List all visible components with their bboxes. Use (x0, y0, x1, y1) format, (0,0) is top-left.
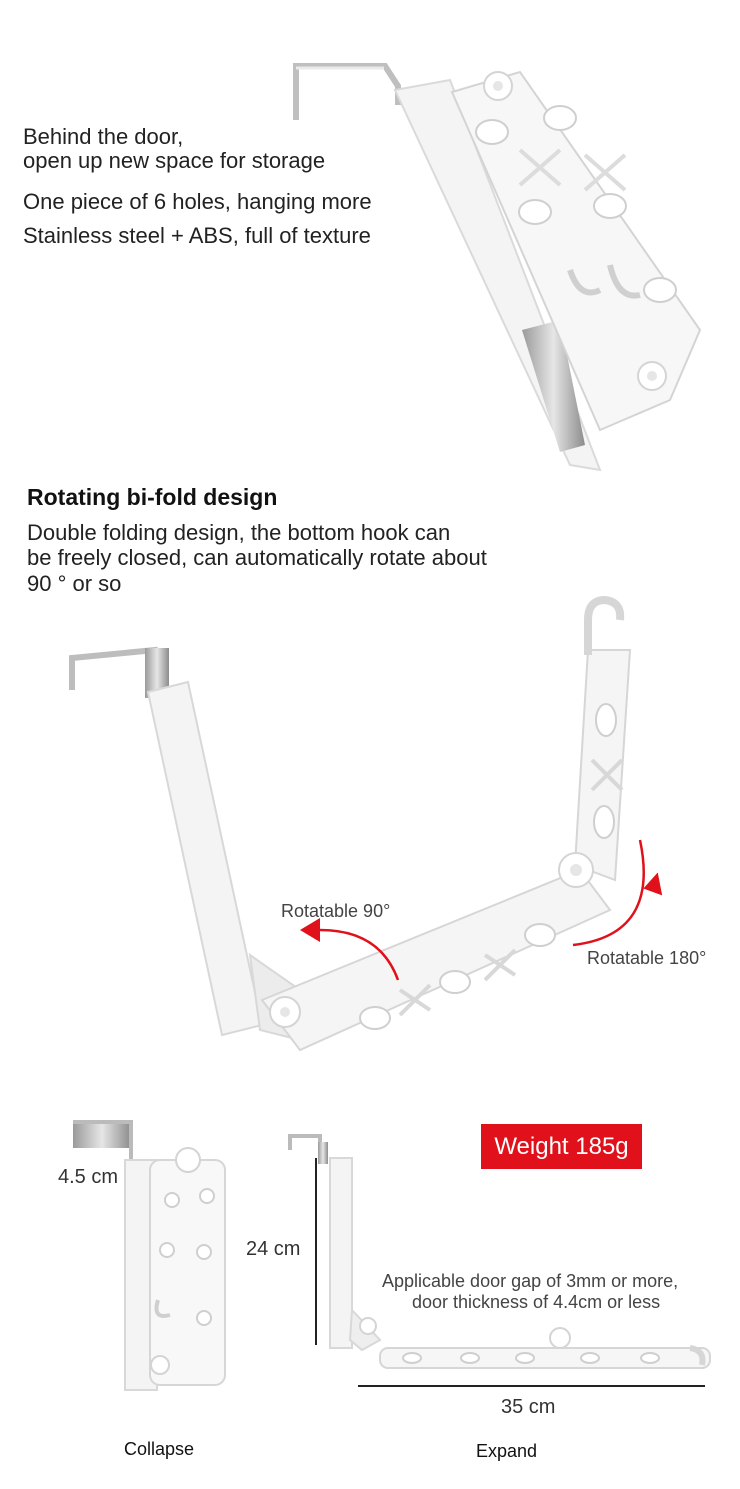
hanger-rotation-image (69, 595, 632, 1052)
label-rotatable-180: Rotatable 180° (587, 948, 707, 968)
width-dimension-label: 4.5 cm (58, 1166, 119, 1188)
label-rotatable-90: Rotatable 90° (281, 901, 391, 921)
height-dimension-label: 24 cm (246, 1238, 301, 1260)
rotate-180-arrow (572, 839, 663, 947)
rotate-desc-line-3: 90 ° or so (27, 571, 122, 596)
expand-caption: Expand (476, 1441, 538, 1461)
rotate-desc-line-2: be freely closed, can automatically rota… (27, 545, 487, 570)
section-heading-rotating: Rotating bi-fold design (27, 484, 278, 510)
length-dimension-label: 35 cm (501, 1396, 556, 1418)
intro-line-2: open up new space for storage (23, 148, 326, 173)
rotate-desc-line-1: Double folding design, the bottom hook c… (27, 520, 451, 545)
hanger-hero-image (293, 63, 702, 472)
hanger-collapsed-image (73, 1120, 226, 1391)
intro-line-1: Behind the door, (23, 124, 184, 149)
collapse-caption: Collapse (124, 1439, 195, 1459)
feature-material: Stainless steel + ABS, full of texture (23, 223, 371, 248)
feature-holes: One piece of 6 holes, hanging more (23, 189, 372, 214)
door-gap-note-line-2: door thickness of 4.4cm or less (412, 1292, 661, 1312)
weight-badge: Weight 185g (481, 1124, 642, 1169)
door-gap-note-line-1: Applicable door gap of 3mm or more, (382, 1271, 679, 1291)
hanger-expanded-image (288, 1134, 711, 1369)
rotate-90-arrow (300, 918, 400, 981)
